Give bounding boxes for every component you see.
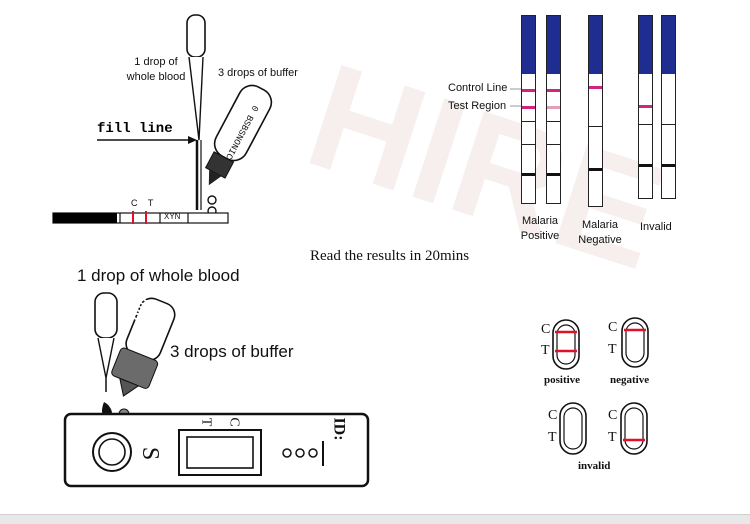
malaria-positive-label: Malaria Positive: [520, 215, 560, 242]
fill-line-label: fill line: [97, 121, 173, 137]
strip-invalid-2: [661, 15, 676, 199]
strip-invalid-1: [638, 15, 653, 199]
fill-line-arrow-icon: [97, 136, 197, 144]
negative-c-letter: C: [608, 320, 618, 335]
buffer-bottom-label: 3 drops of buffer: [170, 342, 294, 361]
invalid1-t-letter: T: [548, 430, 557, 445]
negative-t-letter: T: [608, 342, 617, 357]
strip-negative: [588, 15, 603, 207]
invalid1-c-letter: C: [548, 408, 558, 423]
invalid-label: invalid: [578, 460, 611, 472]
strip-positive-2: [546, 15, 561, 204]
strip-xyn-label: XYN: [164, 212, 181, 221]
buffer-bottle-top-icon: 0 BSBSNONICL: [204, 84, 273, 186]
result-positive-icon: [552, 319, 580, 370]
negative-label: negative: [610, 374, 650, 386]
invalid2-c-letter: C: [608, 408, 618, 423]
strip-positive-1: [521, 15, 536, 204]
positive-t-letter: T: [541, 343, 550, 358]
control-line-label: Control Line: [448, 82, 508, 94]
test-strip-horizontal: [52, 211, 229, 224]
invalid-strip-label: Invalid: [640, 221, 672, 233]
drop-blood-top-label: 1 drop of whole blood: [126, 56, 186, 83]
cassette-id-label: ID:: [330, 417, 348, 441]
positive-c-letter: C: [541, 322, 551, 337]
buffer-bottle-bottom-icon: [111, 297, 176, 397]
drop-blood-bottom-label: 1 drop of whole blood: [77, 266, 240, 285]
invalid2-t-letter: T: [608, 430, 617, 445]
read-results-text: Read the results in 20mins: [310, 248, 470, 264]
dropper-bottom-icon: [94, 292, 118, 392]
result-negative-icon: [621, 317, 649, 368]
dropper-top-icon: [186, 14, 206, 210]
result-invalid-empty-icon: [559, 402, 587, 455]
cassette-device: [63, 412, 370, 488]
bottom-bar: [0, 514, 750, 524]
malaria-negative-label: Malaria Negative: [578, 219, 622, 246]
cassette-t-label: T: [198, 417, 214, 427]
cassette-c-label: C: [226, 417, 242, 427]
buffer-drop-1-icon: [207, 195, 217, 205]
buffer-top-label: 3 drops of buffer: [218, 67, 298, 79]
strip-ct-label: C T: [131, 198, 158, 208]
test-region-label: Test Region: [448, 100, 507, 112]
result-invalid-test-only-icon: [620, 402, 648, 455]
cassette-s-label: S: [137, 446, 164, 461]
positive-label: positive: [544, 374, 581, 386]
